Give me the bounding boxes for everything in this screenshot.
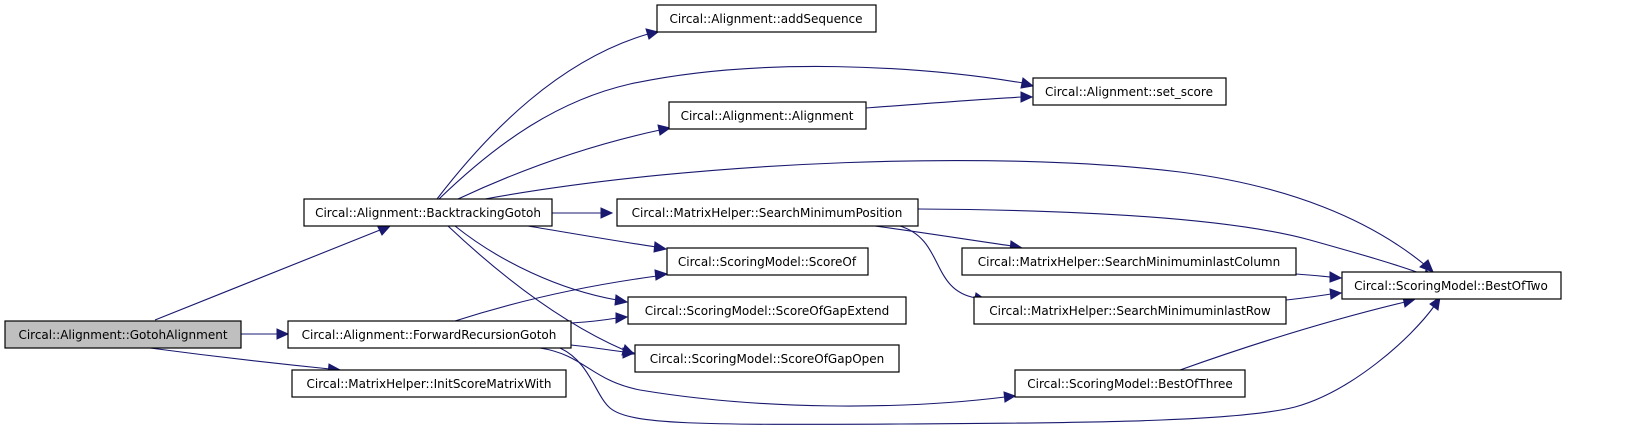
svg-text:Circal::ScoringModel::ScoreOf: Circal::ScoringModel::ScoreOf xyxy=(678,255,857,269)
node-set-score[interactable]: Circal::Alignment::set_score xyxy=(1032,77,1227,106)
edge-backtrack-to-addseq xyxy=(436,28,660,200)
edge-backtrack-to-scoreof xyxy=(527,225,668,253)
edge-backtrack-to-gapextend xyxy=(454,225,629,306)
node-score-of-gap-open[interactable]: Circal::ScoringModel::ScoreOfGapOpen xyxy=(634,344,900,373)
node-forward-recursion-gotoh[interactable]: Circal::Alignment::ForwardRecursionGotoh xyxy=(287,320,572,349)
svg-text:Circal::MatrixHelper::SearchMi: Circal::MatrixHelper::SearchMinimuminlas… xyxy=(989,304,1271,318)
edge-forward-to-bestofthree xyxy=(539,347,1017,407)
edge-backtrack-to-bestoftwo xyxy=(484,160,1434,273)
node-score-of[interactable]: Circal::ScoringModel::ScoreOf xyxy=(666,247,869,276)
svg-text:Circal::Alignment::Backtrackin: Circal::Alignment::BacktrackingGotoh xyxy=(315,206,541,220)
svg-text:Circal::Alignment::ForwardRecu: Circal::Alignment::ForwardRecursionGotoh xyxy=(302,328,557,342)
node-backtracking-gotoh[interactable]: Circal::Alignment::BacktrackingGotoh xyxy=(303,198,553,227)
node-search-minimum-in-last-row[interactable]: Circal::MatrixHelper::SearchMinimuminlas… xyxy=(973,296,1287,325)
svg-text:Circal::Alignment::addSequence: Circal::Alignment::addSequence xyxy=(669,12,862,26)
svg-text:Circal::Alignment::GotohAlignm: Circal::Alignment::GotohAlignment xyxy=(18,328,227,342)
edge-minrow-to-bestoftwo xyxy=(1285,288,1343,301)
node-best-of-two[interactable]: Circal::ScoringModel::BestOfTwo xyxy=(1341,271,1562,300)
svg-text:Circal::Alignment::Alignment: Circal::Alignment::Alignment xyxy=(681,109,854,123)
edge-backtrack-to-alignment xyxy=(457,124,672,200)
svg-text:Circal::ScoringModel::ScoreOfG: Circal::ScoringModel::ScoreOfGapOpen xyxy=(650,352,885,366)
edge-forward-to-gapopen xyxy=(570,344,636,359)
node-search-minimum-in-last-column[interactable]: Circal::MatrixHelper::SearchMinimuminlas… xyxy=(961,247,1297,276)
node-gotoh-alignment[interactable]: Circal::Alignment::GotohAlignment xyxy=(4,320,242,349)
node-score-of-gap-extend[interactable]: Circal::ScoringModel::ScoreOfGapExtend xyxy=(627,296,907,325)
node-search-minimum-position[interactable]: Circal::MatrixHelper::SearchMinimumPosit… xyxy=(616,198,919,227)
edge-forward-to-scoreof xyxy=(454,269,669,322)
svg-text:Circal::ScoringModel::BestOfTh: Circal::ScoringModel::BestOfThree xyxy=(1027,377,1233,391)
node-best-of-three[interactable]: Circal::ScoringModel::BestOfThree xyxy=(1014,369,1246,398)
edge-searchmin-to-mincol xyxy=(874,225,1024,252)
edge-gotoh-to-forward xyxy=(241,328,290,340)
node-alignment-constructor[interactable]: Circal::Alignment::Alignment xyxy=(668,101,867,130)
svg-text:Circal::MatrixHelper::SearchMi: Circal::MatrixHelper::SearchMinimuminlas… xyxy=(978,255,1280,269)
edge-gotoh-to-backtrack xyxy=(154,224,392,321)
edge-mincol-to-bestoftwo xyxy=(1295,271,1343,283)
svg-text:Circal::MatrixHelper::SearchMi: Circal::MatrixHelper::SearchMinimumPosit… xyxy=(632,206,903,220)
edge-forward-to-bestoftwo xyxy=(559,295,1441,425)
svg-text:Circal::ScoringModel::BestOfTw: Circal::ScoringModel::BestOfTwo xyxy=(1354,279,1548,293)
svg-text:Circal::ScoringModel::ScoreOfG: Circal::ScoringModel::ScoreOfGapExtend xyxy=(645,304,889,318)
node-add-sequence[interactable]: Circal::Alignment::addSequence xyxy=(656,4,877,33)
svg-text:Circal::MatrixHelper::InitScor: Circal::MatrixHelper::InitScoreMatrixWit… xyxy=(307,377,552,391)
svg-text:Circal::Alignment::set_score: Circal::Alignment::set_score xyxy=(1045,85,1213,99)
edge-alignment-to-setscore xyxy=(865,91,1034,109)
edge-backtrack-to-searchmin xyxy=(552,207,614,219)
edge-forward-to-gapextend xyxy=(570,312,629,324)
node-init-score-matrix-with[interactable]: Circal::MatrixHelper::InitScoreMatrixWit… xyxy=(291,369,567,398)
edge-backtrack-to-setscore xyxy=(438,65,1035,200)
